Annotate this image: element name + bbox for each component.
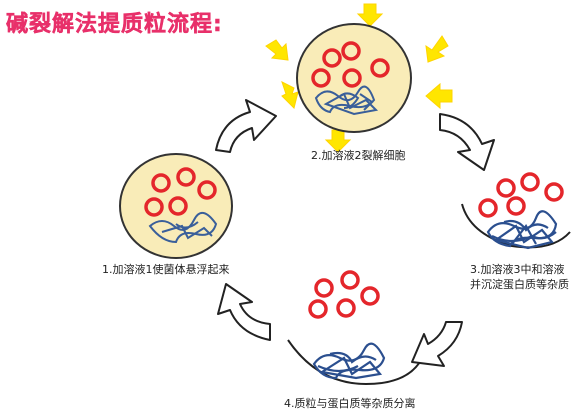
plasmid [340, 270, 360, 290]
step2-cell [265, 3, 453, 153]
cycle-arrow-icon [439, 113, 495, 171]
step1-cell [119, 153, 233, 259]
step3-label-line1: 3.加溶液3中和溶液 [470, 263, 565, 276]
page-title: 碱裂解法提质粒流程: [6, 12, 223, 37]
plasmid [168, 196, 188, 216]
step4-scene [287, 270, 425, 386]
plasmid [308, 299, 328, 319]
step1-label: 1.加溶液1使菌体悬浮起来 [102, 263, 230, 276]
plasmid [370, 58, 390, 78]
protein-tangle [486, 210, 558, 250]
plasmid [360, 286, 380, 306]
plasmid [176, 167, 196, 187]
light-arrow-icon [356, 3, 384, 27]
plasmid [151, 173, 171, 193]
plasmid [197, 180, 217, 200]
plasmid [544, 182, 564, 202]
plasmid [336, 298, 356, 318]
plasmid [144, 197, 164, 217]
light-arrow-icon [425, 35, 449, 63]
plasmid [341, 41, 361, 61]
step3-cell [461, 172, 571, 250]
step3-label: 3.加溶液3中和溶液 并沉淀蛋白质等杂质 [470, 262, 569, 292]
plasmid [311, 68, 331, 88]
plasmid [496, 178, 516, 198]
step3-label-line2: 并沉淀蛋白质等杂质 [470, 278, 569, 291]
plasmid [322, 48, 342, 68]
plasmid [520, 172, 540, 192]
light-arrow-icon [281, 81, 299, 109]
light-arrow-icon [425, 82, 453, 110]
protein-tangle [314, 85, 379, 116]
cycle-arrow-icon [215, 99, 277, 153]
step2-label: 2.加溶液2裂解细胞 [311, 149, 406, 162]
cycle-arrow-icon [217, 283, 271, 341]
protein-tangle [148, 212, 218, 244]
cycle-arrow-icon [411, 321, 463, 367]
protein-tangle [312, 342, 386, 380]
light-arrow-icon [265, 39, 289, 61]
plasmid [506, 196, 526, 216]
plasmid [314, 278, 334, 298]
plasmid [478, 198, 498, 218]
plasmid [342, 68, 362, 88]
step4-label: 4.质粒与蛋白质等杂质分离 [284, 397, 416, 410]
